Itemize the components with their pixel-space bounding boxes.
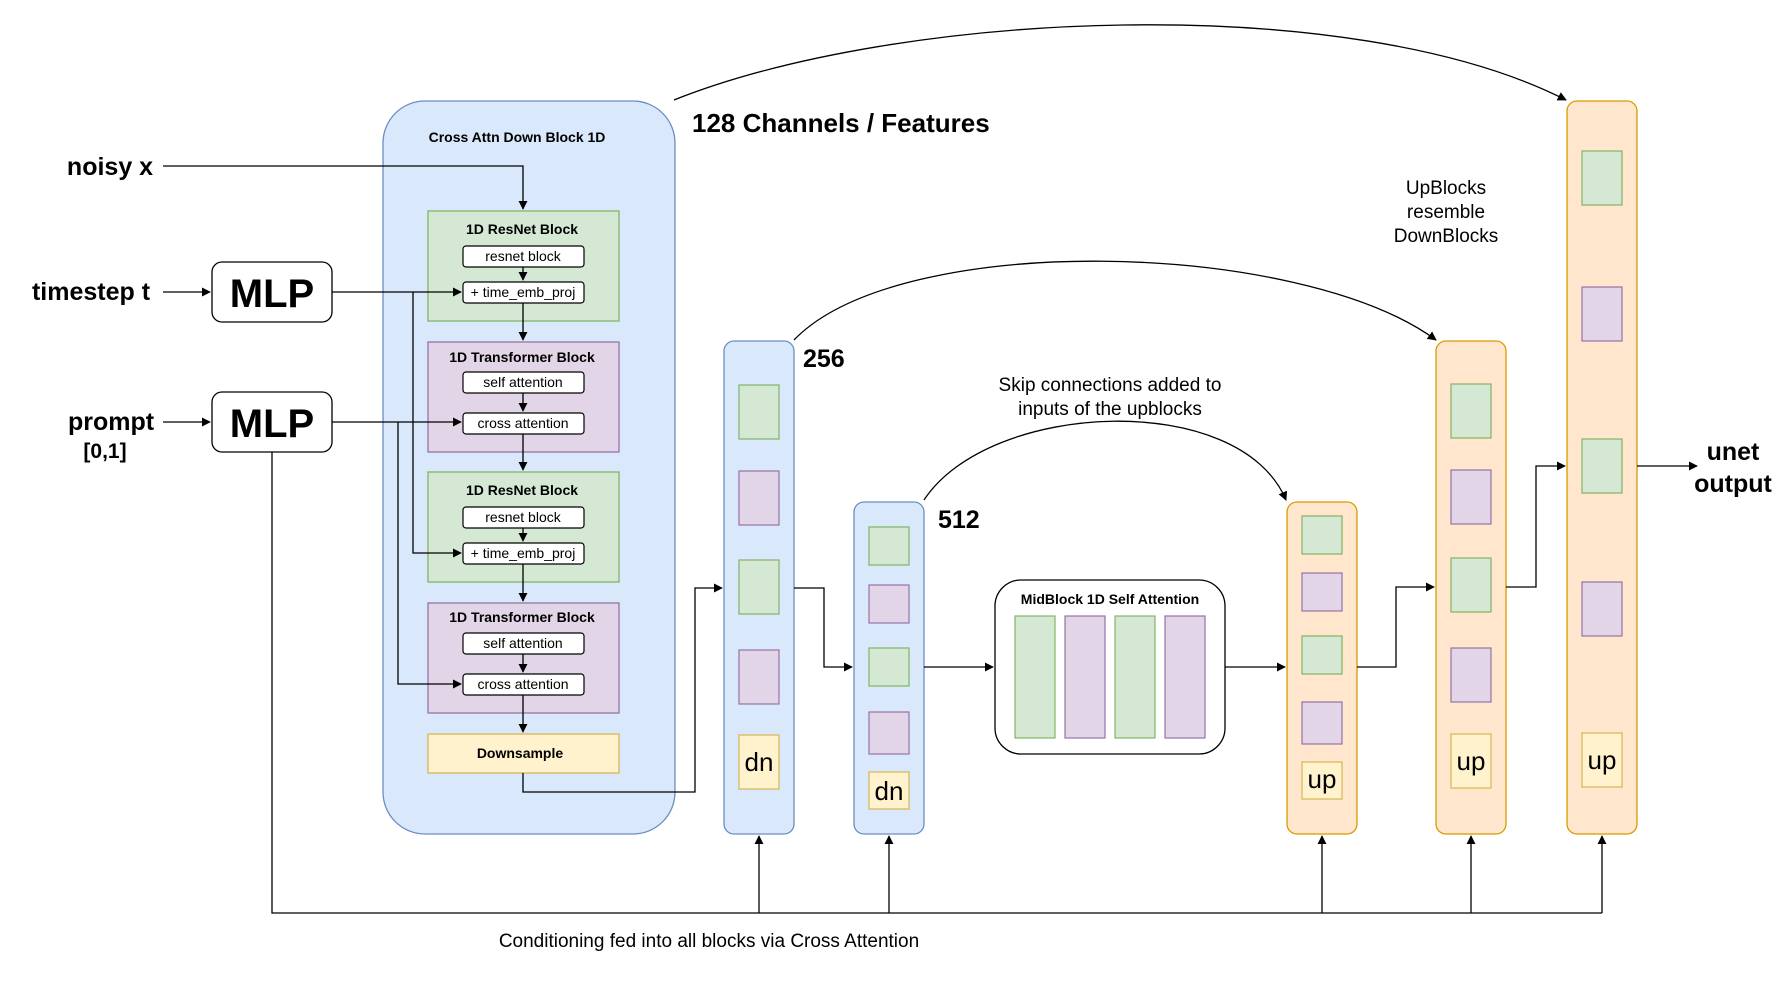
transformer-2-self-attn-label: self attention bbox=[483, 635, 562, 651]
conditioning-bus bbox=[271, 452, 1602, 914]
resnet-block-2-title: 1D ResNet Block bbox=[466, 482, 578, 498]
input-timestep-label: timestep t bbox=[32, 278, 151, 306]
output-label-line2: output bbox=[1694, 470, 1772, 498]
up-col-2-green-1 bbox=[1450, 383, 1492, 439]
mlp-timestep-label: MLP bbox=[230, 272, 314, 316]
mid-purple-2 bbox=[1164, 615, 1206, 739]
up-col-3-green-2 bbox=[1581, 438, 1623, 494]
conditioning-note: Conditioning fed into all blocks via Cro… bbox=[499, 931, 919, 952]
upblocks-note-line1: UpBlocks bbox=[1406, 178, 1486, 199]
up-col-2-green-2 bbox=[1450, 557, 1492, 613]
channel-512-label: 512 bbox=[938, 506, 980, 534]
channel-256-label: 256 bbox=[803, 345, 845, 373]
up1-to-up2-wire bbox=[1357, 582, 1435, 668]
col-256-purple-2 bbox=[738, 649, 780, 705]
resnet-block-1-title: 1D ResNet Block bbox=[466, 221, 578, 237]
up-col-2-purple-1 bbox=[1450, 469, 1492, 525]
col-512-green-1 bbox=[868, 526, 910, 566]
up2-to-up3-wire bbox=[1506, 461, 1566, 588]
up-col-1-purple-2 bbox=[1301, 701, 1343, 745]
up-col-3-up-label: up bbox=[1588, 745, 1617, 775]
col-256-purple-1 bbox=[738, 470, 780, 526]
skip-note-line2: inputs of the upblocks bbox=[1018, 399, 1202, 420]
mid-block-title: MidBlock 1D Self Attention bbox=[1021, 591, 1199, 607]
up-col-1-purple-1 bbox=[1301, 572, 1343, 612]
skip-arc-128 bbox=[673, 24, 1567, 101]
upblocks-note-line3: DownBlocks bbox=[1394, 226, 1499, 247]
col-256-green-1 bbox=[738, 384, 780, 440]
resnet-2-time-emb-label: + time_emb_proj bbox=[471, 545, 576, 561]
col-256-dn-box bbox=[738, 734, 780, 790]
time-emb-wire-2 bbox=[412, 292, 462, 558]
col-256-green-2 bbox=[738, 559, 780, 615]
downsample-label: Downsample bbox=[477, 745, 564, 761]
up-col-1-green-1 bbox=[1301, 515, 1343, 555]
down-to-256-wire bbox=[522, 583, 723, 793]
transformer-2-cross-attn-label: cross attention bbox=[477, 676, 568, 692]
downsample-box bbox=[427, 733, 620, 774]
resnet-1-time-emb-label: + time_emb_proj bbox=[471, 284, 576, 300]
up-col-2-up-box bbox=[1450, 733, 1492, 789]
col-512-dn-label: dn bbox=[875, 776, 904, 806]
upblocks-note-line2: resemble bbox=[1407, 202, 1485, 223]
col-256-dn-label: dn bbox=[745, 747, 774, 777]
up-col-3-green-1 bbox=[1581, 150, 1623, 206]
up-col-1-green-2 bbox=[1301, 635, 1343, 675]
transformer-block-2-title: 1D Transformer Block bbox=[449, 609, 595, 625]
skip-arc-256 bbox=[793, 260, 1437, 341]
output-label-line1: unet bbox=[1707, 438, 1760, 466]
down-block-title: Cross Attn Down Block 1D bbox=[429, 129, 606, 145]
transformer-1-cross-attn-label: cross attention bbox=[477, 415, 568, 431]
skip-note-line1: Skip connections added to bbox=[999, 375, 1222, 396]
256-to-512-wire bbox=[794, 587, 853, 672]
resnet-1-inner-label: resnet block bbox=[485, 248, 561, 264]
up-col-2-up-label: up bbox=[1457, 746, 1486, 776]
channel-128-label: 128 Channels / Features bbox=[692, 108, 990, 138]
transformer-block-1-title: 1D Transformer Block bbox=[449, 349, 595, 365]
resnet-2-inner-label: resnet block bbox=[485, 509, 561, 525]
up-col-3-purple-2 bbox=[1581, 581, 1623, 637]
input-noisy-x-label: noisy x bbox=[67, 153, 153, 181]
up-col-1-up-label: up bbox=[1308, 764, 1337, 794]
prompt-wire-2 bbox=[397, 422, 462, 689]
col-512-dn-box bbox=[868, 771, 910, 810]
col-512-purple-1 bbox=[868, 584, 910, 624]
mid-green-2 bbox=[1114, 615, 1156, 739]
transformer-1-self-attn-label: self attention bbox=[483, 374, 562, 390]
up-col-2-purple-2 bbox=[1450, 647, 1492, 703]
col-512-purple-2 bbox=[868, 711, 910, 755]
skip-arc-512 bbox=[923, 420, 1288, 501]
up-col-3-purple-1 bbox=[1581, 286, 1623, 342]
mid-green-1 bbox=[1014, 615, 1056, 739]
input-prompt-label: prompt bbox=[68, 408, 155, 436]
up-col-1-up-box bbox=[1301, 761, 1343, 800]
input-prompt-range: [0,1] bbox=[83, 440, 126, 463]
col-512-green-2 bbox=[868, 647, 910, 687]
mlp-prompt-label: MLP bbox=[230, 402, 314, 446]
mid-purple-1 bbox=[1064, 615, 1106, 739]
up-col-3-up-box bbox=[1581, 732, 1623, 788]
flow-arrow-noisy-x bbox=[163, 165, 528, 210]
